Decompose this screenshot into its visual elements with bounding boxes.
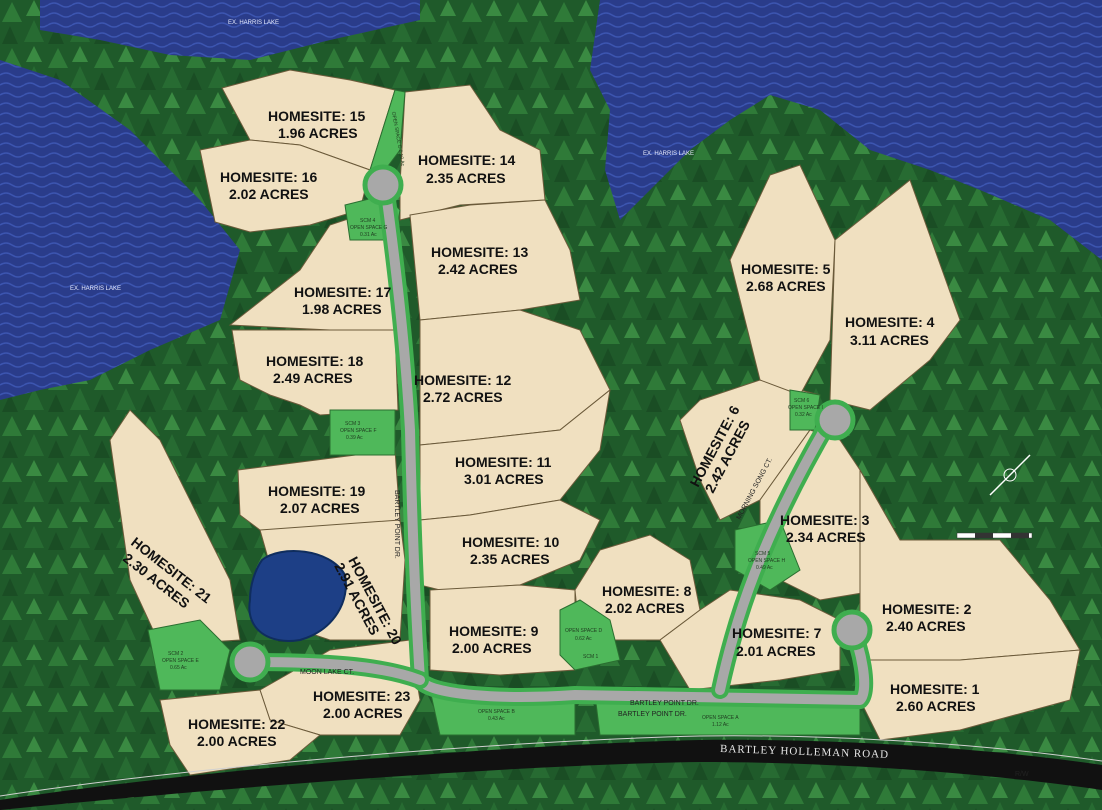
row-label: R/W [1015,771,1029,778]
lake-label-east: EX. HARRIS LAKE [643,151,694,157]
scm-2-sub: OPEN SPACE E [162,658,200,664]
scm-2-area: 0.65 Ac [170,665,187,671]
scm-5-label: SCM 5 [755,551,771,557]
scm-6-area: 0.32 Ac [795,412,812,418]
road-edge-line [0,735,1102,797]
homesite-15-label: HOMESITE: 15 [268,108,365,124]
homesite-1-acres: 2.60 ACRES [896,698,976,714]
homesite-4-acres: 3.11 ACRES [850,332,929,348]
scale-bar [956,532,1033,539]
open-space-d-label: OPEN SPACE D [565,628,603,634]
homesite-4-label: HOMESITE: 4 [845,314,935,330]
scm-5-area: 0.49 Ac [756,565,773,571]
cul-de-sacs [229,164,873,683]
homesite-11-label: HOMESITE: 11 [455,454,552,470]
open-space-c[interactable] [369,89,406,171]
road-label-bartley-point-dr-2: BARTLEY POINT DR. [618,711,687,718]
scm-4-sub: OPEN SPACE G [350,225,388,231]
lake-east [590,0,1102,260]
open-space-d-area: 0.62 Ac [575,636,592,642]
road-label-bartley-point-dr-vertical: BARTLEY POINT DR. [393,490,400,559]
parcel-13[interactable] [409,199,581,321]
parcel-4[interactable] [829,179,961,411]
homesite-16-acres: 2.02 ACRES [229,186,309,202]
homesite-2-label: HOMESITE: 2 [882,601,972,617]
road-label-bartley-holleman-road: BARTLEY HOLLEMAN ROAD [720,743,889,761]
lake-west [0,60,240,400]
scm-3-label: SCM 3 [345,421,361,427]
homesite-15-acres: 1.96 ACRES [278,125,358,141]
homesite-22-label: HOMESITE: 22 [188,716,285,732]
homesite-12-acres: 2.72 ACRES [423,389,503,405]
open-space-b-label: OPEN SPACE B [478,709,516,715]
scm-4-label: SCM 4 [360,218,376,224]
scm-6-label: SCM 6 [794,398,810,404]
open-space-a-area: 1.12 Ac [712,722,729,728]
homesite-16-label: HOMESITE: 16 [220,169,317,185]
parcel-5[interactable] [729,164,836,396]
homesite-14-acres: 2.35 ACRES [426,170,506,186]
open-space-b-area: 0.43 Ac [488,716,505,722]
scm-2-open-space-e[interactable] [147,619,231,691]
road-label-bartley-point-dr-1: BARTLEY POINT DR. [630,700,699,707]
parcel-21[interactable] [109,409,241,646]
homesite-10-acres: 2.35 ACRES [470,551,550,567]
scm-1-label: SCM 1 [583,654,599,660]
homesite-23-label: HOMESITE: 23 [313,688,410,704]
scm-4-area: 0.31 Ac [360,232,377,238]
parcel-22[interactable] [159,689,322,776]
pond [248,550,347,642]
homesite-10-label: HOMESITE: 10 [462,534,559,550]
scm-6-sub: OPEN SPACE I [788,405,823,411]
lake-label-west: EX. HARRIS LAKE [70,286,121,292]
homesite-7-label: HOMESITE: 7 [732,625,822,641]
north-arrow-icon [989,454,1031,496]
parcel-10[interactable] [419,499,601,591]
homesite-18-label: HOMESITE: 18 [266,353,363,369]
homesite-17-acres: 1.98 ACRES [302,301,382,317]
homesite-5-acres: 2.68 ACRES [746,278,826,294]
homesite-11-acres: 3.01 ACRES [464,471,544,487]
homesite-18-acres: 2.49 ACRES [273,370,353,386]
homesite-3-acres: 2.34 ACRES [786,529,866,545]
homesite-17-label: HOMESITE: 17 [294,284,391,300]
homesite-3-label: HOMESITE: 3 [780,512,870,528]
homesite-8-acres: 2.02 ACRES [605,600,685,616]
homesite-14-label: HOMESITE: 14 [418,152,515,168]
homesite-5-label: HOMESITE: 5 [741,261,831,277]
homesite-13-label: HOMESITE: 13 [431,244,528,260]
homesite-parcels [109,69,1081,776]
homesite-1-label: HOMESITE: 1 [890,681,980,697]
homesite-13-acres: 2.42 ACRES [438,261,518,277]
homesite-7-acres: 2.01 ACRES [736,643,816,659]
homesite-22-acres: 2.00 ACRES [197,733,277,749]
scm-3-area: 0.39 Ac [346,435,363,441]
homesite-9-acres: 2.00 ACRES [452,640,532,656]
homesite-8-label: HOMESITE: 8 [602,583,692,599]
scm-3-sub: OPEN SPACE F [340,428,377,434]
bartley-holleman-road [0,739,1102,810]
homesite-9-label: HOMESITE: 9 [449,623,539,639]
open-space-a-label: OPEN SPACE A [702,715,739,721]
lake-label-north: EX. HARRIS LAKE [228,20,279,26]
scm-2-label: SCM 2 [168,651,184,657]
homesite-19-acres: 2.07 ACRES [280,500,360,516]
lake-north [40,0,420,60]
open-space-d[interactable] [559,599,621,671]
road-label-moon-lake-ct: MOON LAKE CT. [300,669,354,676]
homesite-2-acres: 2.40 ACRES [886,618,966,634]
homesite-19-label: HOMESITE: 19 [268,483,365,499]
scm-5-sub: OPEN SPACE H [748,558,786,564]
homesite-12-label: HOMESITE: 12 [414,372,511,388]
scm-3-open-space-f[interactable] [329,409,396,456]
homesite-23-acres: 2.00 ACRES [323,705,403,721]
